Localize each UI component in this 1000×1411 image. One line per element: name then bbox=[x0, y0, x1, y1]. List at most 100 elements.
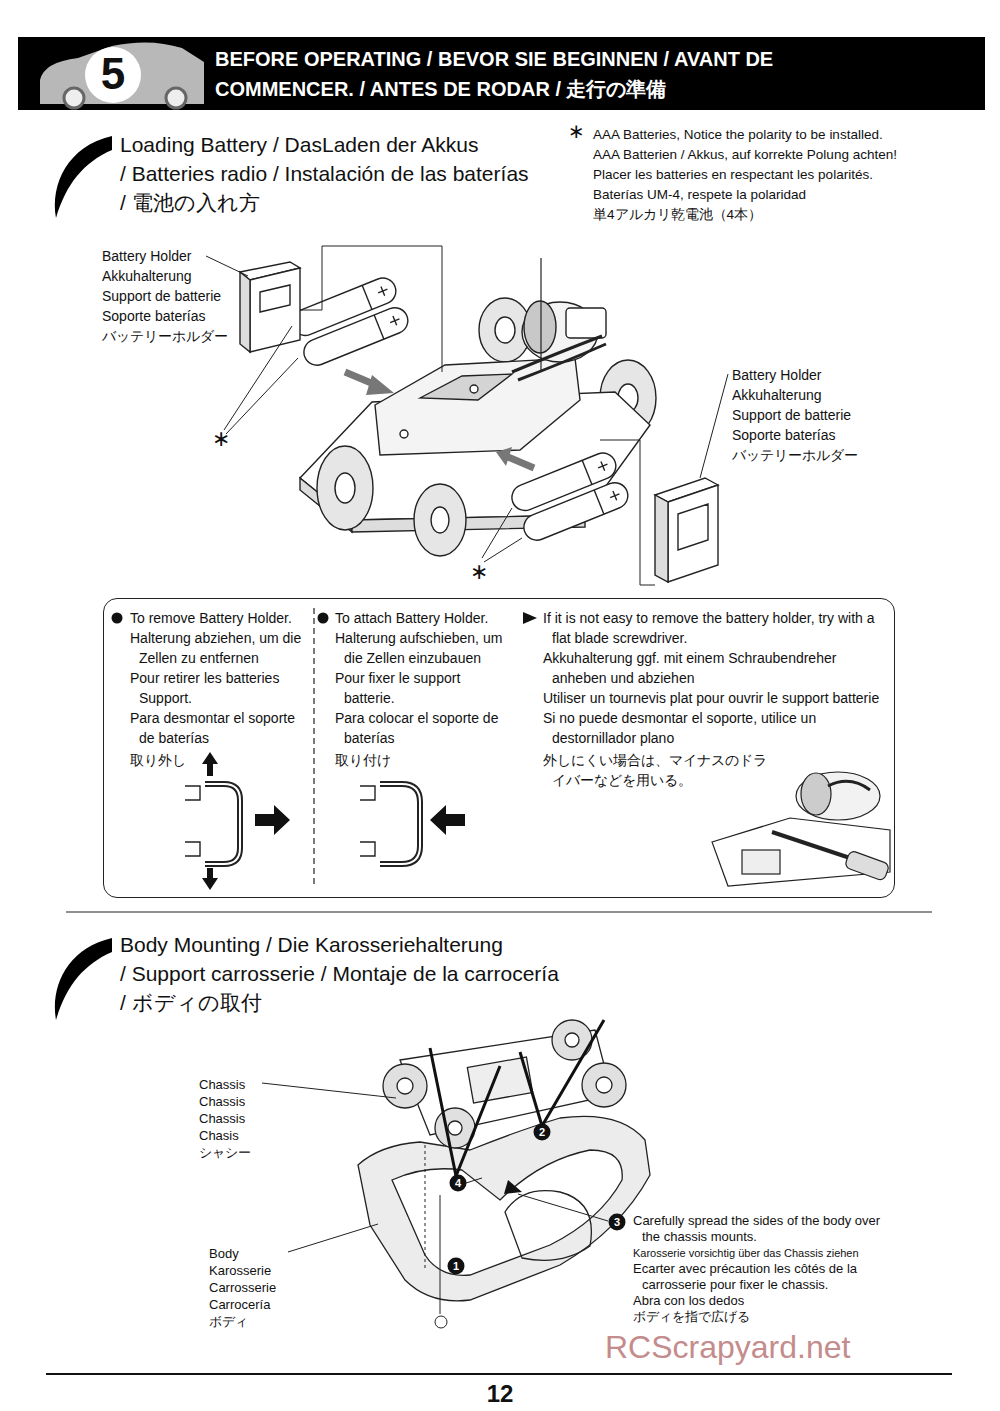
illustration-part bbox=[380, 784, 420, 864]
illustration-part bbox=[772, 832, 850, 858]
illustration-part bbox=[185, 786, 375, 856]
illustration-part bbox=[260, 285, 290, 312]
illustration-part bbox=[440, 1195, 441, 1314]
instruction-text: 取り外し bbox=[130, 750, 306, 770]
section-heading: Body Mounting / Die Karosseriehalterung bbox=[120, 930, 640, 959]
illustration-part bbox=[205, 784, 420, 864]
illustration-part bbox=[450, 1175, 467, 1192]
illustration-part bbox=[224, 326, 292, 430]
note-asterisk-group: ∗ bbox=[470, 560, 490, 584]
part-label: Support de batterie bbox=[102, 286, 237, 306]
part-label: Battery Holder bbox=[102, 246, 237, 266]
illustration-part bbox=[600, 440, 655, 585]
illustration-part bbox=[523, 612, 537, 624]
part-label-group: BodyKarosserieCarrosserieCarroceríaボディ bbox=[209, 1245, 299, 1330]
illustration-part bbox=[240, 262, 300, 352]
instruction-text: If it is not easy to remove the battery … bbox=[543, 608, 881, 648]
part-label: バッテリーホルダー bbox=[102, 326, 237, 346]
illustration-part bbox=[64, 88, 84, 108]
illustration-part bbox=[552, 1020, 592, 1060]
illustration-part bbox=[435, 1316, 447, 1328]
illustration-part bbox=[55, 136, 112, 218]
illustration-part bbox=[360, 842, 375, 856]
illustration-part bbox=[400, 430, 408, 438]
illustration-part bbox=[566, 308, 606, 338]
battery-note: 単4アルカリ乾電池（4本） bbox=[593, 205, 988, 225]
illustration-part bbox=[358, 1116, 650, 1301]
instruction-text: Akkuhalterung ggf. mit einem Schraubendr… bbox=[543, 648, 881, 688]
illustration-part bbox=[495, 317, 515, 343]
illustration-part bbox=[430, 805, 465, 835]
illustration-part bbox=[609, 1214, 626, 1231]
callout-number: 3 bbox=[609, 1214, 625, 1230]
illustration-part bbox=[46, 1373, 952, 1375]
battery-note: Baterías UM-4, respete la polaridad bbox=[593, 185, 988, 205]
illustration-part bbox=[505, 1191, 591, 1261]
illustration-part bbox=[360, 786, 375, 800]
illustration-part bbox=[508, 449, 620, 514]
illustration-part bbox=[540, 258, 541, 370]
instruction-text: Pour fixer le support batterie. bbox=[335, 668, 511, 708]
instruction-text: To remove Battery Holder. bbox=[130, 608, 306, 628]
illustration-part bbox=[742, 850, 780, 874]
illustration-part bbox=[448, 1121, 462, 1135]
battery-note: Placer les batteries en respectant les p… bbox=[593, 165, 988, 185]
callout-number: 1 bbox=[448, 1258, 464, 1274]
illustration-part bbox=[380, 784, 420, 864]
instruction-text: Halterung abziehen, um die Zellen zu ent… bbox=[130, 628, 306, 668]
note-asterisk: ∗ bbox=[568, 120, 590, 142]
illustration-part bbox=[582, 1063, 626, 1107]
illustration-part bbox=[425, 1145, 426, 1270]
instruction-text: 取り付け bbox=[335, 750, 511, 770]
illustration-part bbox=[430, 1048, 500, 1176]
part-label: バッテリーホルダー bbox=[732, 445, 882, 465]
illustration-part bbox=[392, 1150, 622, 1275]
illustration-part bbox=[288, 1224, 378, 1252]
illustration-part bbox=[66, 911, 932, 912]
section-heading: / Support carrosserie / Montaje de la ca… bbox=[120, 959, 640, 988]
part-label: Karosserie bbox=[209, 1262, 299, 1279]
illustration-part bbox=[508, 457, 534, 468]
illustration-part bbox=[358, 1020, 650, 1301]
illustration-part bbox=[520, 1020, 604, 1126]
illustration-part bbox=[205, 784, 420, 864]
step-number: 5 bbox=[93, 46, 133, 102]
instruction-text: Utiliser un tournevis plat pour ouvrir l… bbox=[543, 688, 881, 708]
illustration-part bbox=[512, 336, 602, 372]
illustration-part bbox=[250, 268, 300, 352]
illustration-part bbox=[318, 613, 329, 624]
instruction-text: Si no puede desmontar el soporte, utilic… bbox=[543, 708, 881, 748]
part-label: ボディ bbox=[209, 1313, 299, 1330]
callout-number-group: 2 bbox=[534, 1124, 550, 1140]
illustration-part bbox=[206, 246, 728, 585]
step-note-group: Carefully spread the sides of the body o… bbox=[633, 1213, 895, 1325]
illustration-part bbox=[678, 504, 708, 550]
section-heading-group: Loading Battery / DasLaden der Akkus/ Ba… bbox=[120, 130, 580, 217]
illustration-part bbox=[262, 1083, 396, 1098]
step-number-group: 5 bbox=[93, 46, 133, 102]
illustration-part bbox=[414, 484, 466, 556]
part-label: Carrosserie bbox=[209, 1279, 299, 1296]
illustration-part bbox=[596, 460, 621, 503]
part-label: Akkuhalterung bbox=[102, 266, 237, 286]
instruction-column: To attach Battery Holder.Halterung aufsc… bbox=[335, 608, 511, 770]
step-note: Karosserie vorsichtig über das Chassis z… bbox=[633, 1245, 895, 1261]
battery-note: AAA Batteries, Notice the polarity to be… bbox=[593, 125, 988, 145]
illustration-part bbox=[518, 344, 606, 380]
illustration-part bbox=[844, 850, 890, 881]
illustration-part bbox=[482, 508, 512, 558]
illustration-part bbox=[226, 358, 298, 434]
section-heading-group: Body Mounting / Die Karosseriehalterung/… bbox=[120, 930, 640, 1017]
instruction-text: 外しにくい場合は、マイナスのドライバーなどを用いる。 bbox=[543, 750, 767, 790]
illustration-part bbox=[470, 385, 478, 393]
illustration-part bbox=[397, 1078, 413, 1094]
instruction-text: Pour retirer les batteries Support. bbox=[130, 668, 306, 708]
part-label-group: Battery HolderAkkuhalterungSupport de ba… bbox=[732, 365, 882, 465]
part-label: Battery Holder bbox=[732, 365, 882, 385]
illustration-part bbox=[55, 938, 112, 1020]
illustration-part bbox=[166, 88, 186, 108]
part-label: シャシー bbox=[199, 1144, 269, 1161]
part-label: Body bbox=[209, 1245, 299, 1262]
illustration-part bbox=[366, 375, 394, 395]
